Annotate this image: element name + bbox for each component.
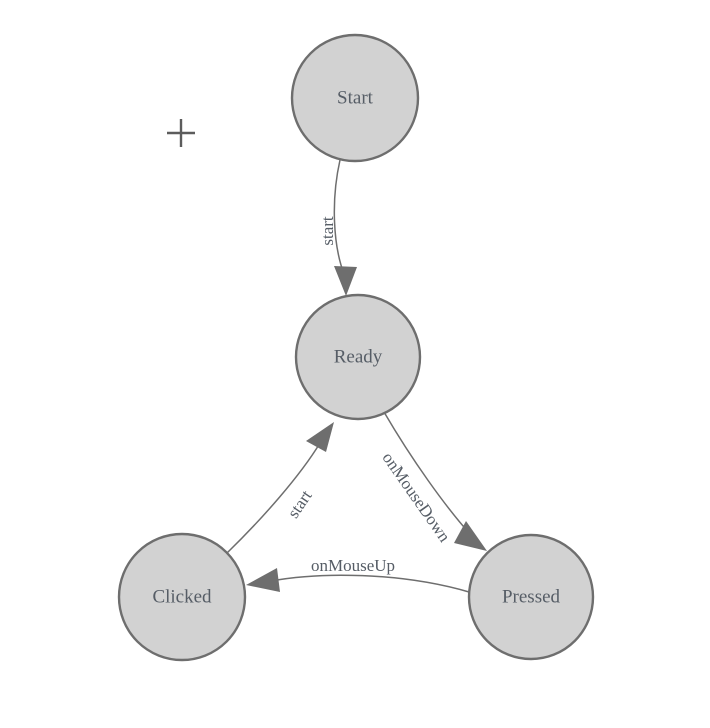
node-clicked[interactable]: Clicked [117,532,247,662]
node-pressed[interactable]: Pressed [467,533,595,661]
node-ready-label: Ready [334,346,383,367]
arrowhead-pressed-to-clicked [246,568,280,592]
arrowhead-clicked-to-ready [306,422,334,452]
edge-path-clicked-to-ready [226,442,321,554]
arrowhead-start-to-ready [334,266,357,296]
node-pressed-label: Pressed [502,586,561,607]
node-start-label: Start [337,87,374,108]
node-clicked-label: Clicked [152,586,212,607]
node-ready-circle [294,293,422,421]
node-start[interactable]: Start [290,33,420,163]
edge-path-pressed-to-clicked [270,574,470,593]
edge-clicked-to-ready[interactable]: start [226,422,334,554]
edge-label-pressed-to-clicked: onMouseUp [311,556,395,575]
crosshair-icon [167,119,195,147]
edge-path-start-to-ready [333,159,345,275]
edge-path-ready-to-pressed [383,411,471,535]
edge-start-to-ready[interactable]: start [318,159,357,296]
edge-ready-to-pressed[interactable]: onMouseDown [378,411,487,551]
arrowhead-ready-to-pressed [454,521,487,551]
node-ready[interactable]: Ready [294,293,422,421]
edge-pressed-to-clicked[interactable]: onMouseUp [246,556,470,593]
node-clicked-circle [117,532,247,662]
edge-label-start-to-ready: start [318,216,337,246]
node-pressed-circle [467,533,595,661]
node-start-circle [290,33,420,163]
edge-label-clicked-to-ready: start [284,486,316,521]
